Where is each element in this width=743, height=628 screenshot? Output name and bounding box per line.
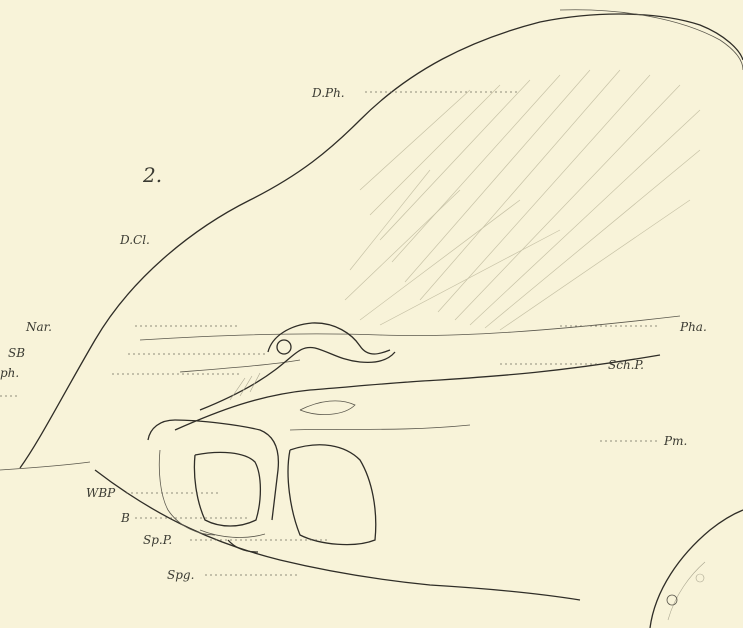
label-pha: Pha. bbox=[679, 320, 707, 334]
figure-number: 2. bbox=[142, 163, 162, 187]
label-dph: D.Ph. bbox=[311, 86, 345, 100]
label-spp: Sp.P. bbox=[143, 533, 172, 547]
label-spg: Spg. bbox=[167, 568, 194, 582]
label-ph-left: ph. bbox=[0, 366, 19, 380]
label-dcl: D.Cl. bbox=[119, 233, 150, 247]
label-schp: Sch.P. bbox=[608, 358, 644, 372]
label-wbp: WBP bbox=[86, 486, 116, 500]
label-nar: Nar. bbox=[25, 320, 52, 334]
label-b: B bbox=[120, 511, 130, 525]
label-sb: SB bbox=[8, 346, 25, 360]
label-pm: Pm. bbox=[663, 434, 687, 448]
